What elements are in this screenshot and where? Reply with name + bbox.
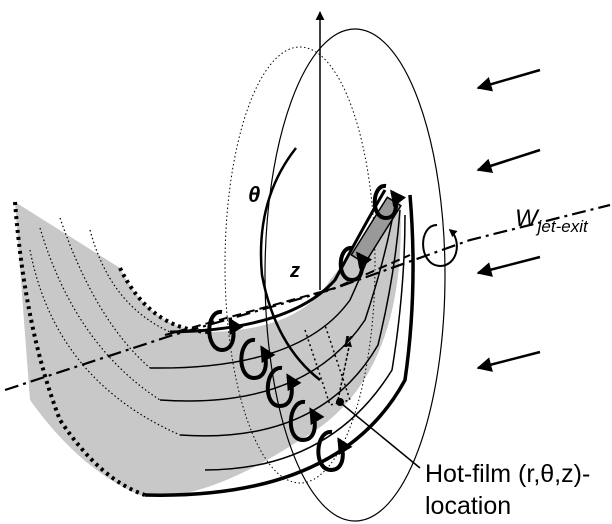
shaded-flow-region	[15, 195, 401, 497]
vortex-arrow-icon	[207, 184, 407, 473]
streamline-ext-1	[59, 217, 151, 369]
theta-label: θ	[248, 182, 260, 207]
w-sub: jet-exit	[536, 217, 589, 236]
secondary-dashed-line	[164, 254, 411, 336]
flow-arrow-icon	[476, 148, 541, 173]
w-main: W	[515, 205, 540, 232]
r-label: r	[344, 330, 353, 352]
jet-axis-dashdot	[4, 203, 611, 392]
streamline-4	[179, 209, 401, 437]
hotfilm-label-line2: location	[425, 492, 511, 520]
streamline-5	[204, 214, 406, 471]
streamline-ext-2	[39, 227, 161, 401]
flow-arrow-icon	[476, 255, 541, 277]
outer-ellipse-solid	[264, 28, 446, 522]
streamline-outer	[144, 194, 415, 497]
jet-exit-vortex-icon	[422, 224, 458, 268]
streamline-ext-3	[29, 249, 181, 436]
hotfilm-label-line1: Hot-film (r,θ,z)-	[425, 460, 590, 488]
hotfilm-leader	[341, 403, 421, 469]
z-label: z	[289, 260, 300, 282]
flow-arrow-icon	[476, 350, 541, 372]
w-jet-exit-label: Wjet-exit	[515, 205, 589, 236]
streamline-3	[159, 204, 396, 402]
outer-boundary-dotted	[13, 201, 146, 497]
theta-arc	[259, 147, 321, 381]
inner-boundary-dotted	[118, 267, 211, 334]
flow-arrow-icon	[476, 68, 541, 92]
outer-ellipse-dotted	[224, 46, 376, 484]
streamline-ext-4	[89, 229, 171, 333]
